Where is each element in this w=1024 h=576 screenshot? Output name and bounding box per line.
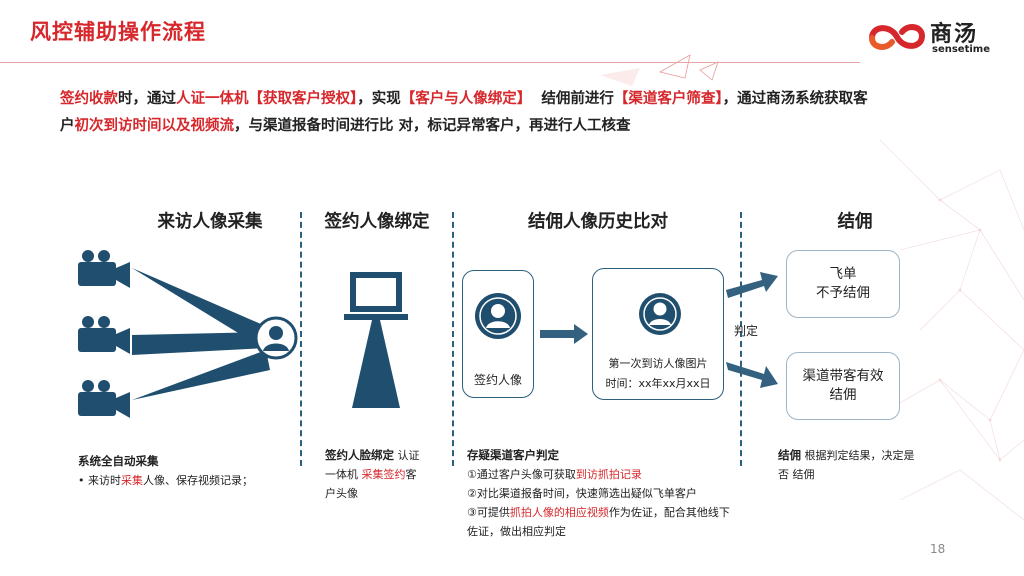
result-line: 渠道带客有效 xyxy=(802,368,884,384)
bind-desc-part: 签约人脸绑定 xyxy=(325,448,394,462)
section-title-compare: 结佣人像历史比对 xyxy=(528,212,668,232)
camera-beam xyxy=(132,350,270,400)
result-valid: 渠道带客有效结佣 xyxy=(786,352,900,420)
title-divider xyxy=(0,62,860,63)
section-divider xyxy=(452,212,454,466)
logo: 商汤 sensetime xyxy=(868,14,1008,58)
arrow-right-icon xyxy=(540,324,588,344)
bind-desc-part: 认证一体机 xyxy=(325,449,420,481)
compare-desc-line: ②对比渠道报备时间，快速筛选出疑似飞单客户 xyxy=(467,484,739,503)
result-line: 飞单 xyxy=(829,266,857,282)
settle-description: 结佣 根据判定结果，决定是否 结佣 xyxy=(778,446,918,484)
person-avatar-icon xyxy=(639,293,681,335)
signed-portrait-label: 签约人像 xyxy=(473,373,522,387)
first-visit-time: 时间：xx年xx月xx日 xyxy=(605,377,711,390)
first-visit-label: 第一次到访人像图片 xyxy=(608,357,708,370)
arrow-up-right-icon xyxy=(726,272,778,298)
page-number: 18 xyxy=(930,542,946,556)
capture-desc-bullet: • 来访时采集人像、保存视频记录； xyxy=(78,474,253,487)
bind-desc-part: 采集签约 xyxy=(361,468,406,481)
section-title-capture: 来访人像采集 xyxy=(157,212,263,232)
result-line: 不予结佣 xyxy=(816,285,870,301)
section-divider xyxy=(300,212,302,466)
judge-label: 判定 xyxy=(734,324,759,338)
section-title-bind: 签约人像绑定 xyxy=(324,212,430,232)
compare-desc-part: ②对比渠道报备时间，快速筛选出疑似飞单客户 xyxy=(467,487,697,500)
settle-desc-rest: 根据判定结果，决定是否 结佣 xyxy=(778,449,915,481)
intro-segment: ，通过商汤系统获取客户 xyxy=(60,91,868,134)
intro-segment: 【客户与人像绑定】 xyxy=(400,91,532,107)
video-camera-icon xyxy=(78,380,130,418)
scan-beam xyxy=(352,320,400,408)
intro-segment: 结佣前进行 xyxy=(531,91,614,107)
capture-desc-title: 系统全自动采集 xyxy=(78,454,159,468)
judge-arrows xyxy=(726,272,778,388)
result-flying-order: 飞单不予结佣 xyxy=(786,250,900,318)
video-camera-icon xyxy=(78,250,130,288)
section-title-settle: 结佣 xyxy=(837,212,873,232)
video-camera-icon xyxy=(78,316,130,354)
intro-segment: ，实现 xyxy=(357,91,401,107)
compare-desc-part: 作为佐证，配合其他线下佐证，做出相应判定 xyxy=(467,506,730,538)
capture-desc-part: 来访时 xyxy=(88,474,121,487)
logo-name-en: sensetime xyxy=(932,44,990,55)
intro-segment: 人证一体机【获取客户授权】 xyxy=(176,91,358,107)
capture-description: 系统全自动采集 • 来访时采集人像、保存视频记录； xyxy=(78,452,298,490)
bind-description: 签约人脸绑定 认证一体机 采集签约客户头像 xyxy=(325,446,425,503)
compare-desc-title: 存疑渠道客户判定 xyxy=(467,448,559,462)
laptop-icon xyxy=(344,272,408,320)
capture-desc-part: 采集 xyxy=(121,474,143,487)
compare-desc-line: ①通过客户头像可获取到访抓拍记录 xyxy=(467,465,739,484)
compare-desc-part: 抓拍人像的相应视频 xyxy=(509,506,609,519)
compare-desc-part: ③可提供 xyxy=(467,506,510,519)
signed-portrait-card: 签约人像 xyxy=(462,270,534,398)
first-visit-card: 第一次到访人像图片 时间：xx年xx月xx日 xyxy=(592,268,724,400)
logo-name-cn: 商汤 xyxy=(930,22,979,47)
intro-segment: 时，通过 xyxy=(118,91,176,107)
person-avatar-icon xyxy=(475,293,521,339)
intro-paragraph: 签约收款时，通过人证一体机【获取客户授权】，实现【客户与人像绑定】 结佣前进行【… xyxy=(60,86,880,140)
sensetime-logo-icon xyxy=(869,24,926,50)
camera-beam xyxy=(132,332,266,355)
arrow-down-right-icon xyxy=(726,362,778,388)
settle-desc-bold: 结佣 xyxy=(778,448,801,462)
intro-segment: 签约收款 xyxy=(60,91,118,107)
person-avatar-icon xyxy=(254,316,298,360)
capture-illustration xyxy=(78,250,298,418)
bind-desc-part: 客户头像 xyxy=(325,468,417,500)
bind-illustration xyxy=(344,272,408,408)
camera-beam xyxy=(132,268,270,350)
intro-segment: ，与渠道报备时间进行比 对，标记异常客户，再进行人工核查 xyxy=(234,118,631,134)
compare-description: 存疑渠道客户判定 ①通过客户头像可获取到访抓拍记录 ②对比渠道报备时间，快速筛选… xyxy=(467,446,739,541)
intro-segment: 【渠道客户筛查】 xyxy=(613,91,723,107)
page-title: 风控辅助操作流程 xyxy=(30,20,206,44)
compare-desc-part: 到访抓拍记录 xyxy=(575,468,642,481)
section-divider xyxy=(740,212,742,466)
result-line: 结佣 xyxy=(829,387,857,403)
compare-desc-part: ①通过客户头像可获取 xyxy=(467,468,576,481)
capture-desc-part: 人像、保存视频记录； xyxy=(143,474,253,487)
intro-segment: 初次到访时间以及视频流 xyxy=(74,118,235,134)
compare-desc-line: ③可提供抓拍人像的相应视频作为佐证，配合其他线下佐证，做出相应判定 xyxy=(467,503,739,541)
